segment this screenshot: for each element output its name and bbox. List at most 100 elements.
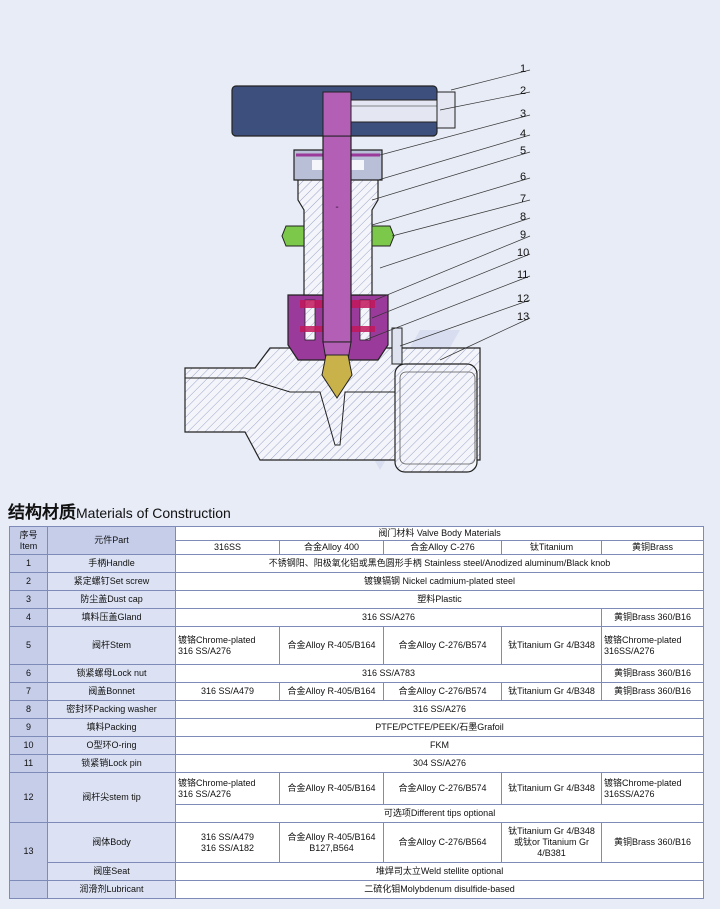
material-value: 合金Alloy C-276/B574 <box>383 772 502 805</box>
table-row: 12 阀杆尖stem tip 镀铬Chrome-plated 316 SS/A2… <box>9 772 705 823</box>
material-value: 钛Titanium Gr 4/B348 或钛or Titanium Gr 4/B… <box>501 822 602 863</box>
part-name: 防尘盖Dust cap <box>47 590 176 609</box>
header-col-titanium: 钛Titanium <box>501 540 602 555</box>
material-value-brass: 黄铜Brass 360/B16 <box>600 608 705 627</box>
part-name: 阀座Seat <box>47 862 176 881</box>
row-number: 9 <box>9 718 48 737</box>
material-value: 钛Titanium Gr 4/B348 <box>501 772 602 805</box>
material-value: 不锈钢阳、阳极氧化铝或黑色圆形手柄 Stainless steel/Anodiz… <box>174 554 705 573</box>
row-number-empty <box>9 880 48 899</box>
material-value: 镀镍镉钢 Nickel cadmium-plated steel <box>174 572 705 591</box>
part-name: 密封环Packing washer <box>47 700 176 719</box>
material-value: 316 SS/A276 <box>174 700 705 719</box>
material-value: 316 SS/A783 <box>175 664 602 683</box>
table-row: 阀座Seat 堆焊司太立Weld stellite optional <box>10 862 705 881</box>
callout-label: 3 <box>520 108 527 120</box>
table-row: 9 填料Packing PTFE/PCTFE/PEEK/石墨Grafoil <box>9 718 705 737</box>
callout-label: 5 <box>520 145 527 157</box>
material-value: 合金Alloy C-276/B574 <box>383 682 502 701</box>
callout-label: 9 <box>520 229 527 241</box>
material-value: 316 SS/A479 316 SS/A182 <box>175 822 280 863</box>
header-col-alloy400: 合金Alloy 400 <box>279 540 384 555</box>
section-title-en: Materials of Construction <box>76 505 231 521</box>
table-row: 7 阀盖Bonnet 316 SS/A479 合金Alloy R-405/B16… <box>9 682 705 701</box>
material-value: 黄铜Brass 360/B16 <box>600 682 705 701</box>
table-row: 3 防尘盖Dust cap 塑料Plastic <box>9 590 705 609</box>
material-value: 堆焊司太立Weld stellite optional <box>174 862 705 881</box>
handle <box>231 85 456 137</box>
table-row: 2 紧定螺钉Set screw 镀镍镉钢 Nickel cadmium-plat… <box>9 572 705 591</box>
material-value: FKM <box>174 736 705 755</box>
row-number: 4 <box>9 608 48 627</box>
callout-label: 12 <box>517 293 530 305</box>
material-value: 合金Alloy C-276/B564 <box>383 822 502 863</box>
row-number: 3 <box>9 590 48 609</box>
row-number: 12 <box>9 772 48 823</box>
row-number: 8 <box>9 700 48 719</box>
table-row: 1 手柄Handle 不锈钢阳、阳极氧化铝或黑色圆形手柄 Stainless s… <box>9 554 705 573</box>
lock-nut <box>281 225 395 247</box>
part-name: 紧定螺钉Set screw <box>47 572 176 591</box>
header-item: 序号 Item <box>9 526 48 555</box>
table-row: 8 密封环Packing washer 316 SS/A276 <box>9 700 705 719</box>
part-name: 手柄Handle <box>47 554 176 573</box>
part-name: 阀杆尖stem tip <box>47 772 176 823</box>
materials-table: 序号 Item 元件Part 阀门材料 Valve Body Materials… <box>9 526 705 899</box>
section-title: 结构材质Materials of Construction <box>8 498 231 523</box>
material-value: 316 SS/A276 <box>175 608 602 627</box>
callout-label: 11 <box>517 269 529 281</box>
table-row: 13 阀体Body 316 SS/A479 316 SS/A182 合金Allo… <box>9 822 705 881</box>
table-row: 可选项Different tips optional <box>10 804 705 823</box>
leader-lines <box>364 69 531 361</box>
material-value: 镀铬Chrome-plated 316SS/A276 <box>600 772 705 805</box>
part-name: O型环O-ring <box>47 736 176 755</box>
callout-label: 6 <box>520 171 527 183</box>
material-value: 镀铬Chrome-plated 316 SS/A276 <box>175 772 280 805</box>
part-name: 阀体Body <box>47 822 176 863</box>
row-number: 13 <box>9 822 48 881</box>
material-value: 二硫化钼Molybdenum disulfide-based <box>174 880 705 899</box>
material-value: 合金Alloy C-276/B574 <box>383 626 502 665</box>
part-name: 锁紧销Lock pin <box>47 754 176 773</box>
header-part: 元件Part <box>47 526 176 555</box>
table-row: 5 阀杆Stem 镀铬Chrome-plated 316 SS/A276 合金A… <box>9 626 705 665</box>
material-value: 钛Titanium Gr 4/B348 <box>501 682 602 701</box>
callout-label: 10 <box>517 247 530 259</box>
part-name: 阀杆Stem <box>47 626 176 665</box>
svg-text:-: - <box>335 202 338 213</box>
callout-label: 13 <box>517 311 530 323</box>
part-name: 润滑剂Lubricant <box>47 880 176 899</box>
material-value: 合金Alloy R-405/B164 <box>279 626 384 665</box>
material-value: 316 SS/A479 <box>175 682 280 701</box>
material-value: 304 SS/A276 <box>174 754 705 773</box>
header-col-c276: 合金Alloy C-276 <box>383 540 502 555</box>
part-name: 填料压盖Gland <box>47 608 176 627</box>
section-title-cn: 结构材质 <box>8 503 76 522</box>
material-value-brass: 黄铜Brass 360/B16 <box>600 664 705 683</box>
valve-cross-section-diagram: - <box>184 69 531 473</box>
row-number: 7 <box>9 682 48 701</box>
callout-label: 4 <box>520 128 527 140</box>
material-value: 塑料Plastic <box>174 590 705 609</box>
material-value: 镀铬Chrome-plated 316 SS/A276 <box>175 626 280 665</box>
header-valve-materials: 阀门材料 Valve Body Materials <box>174 526 705 541</box>
table-row: 10 O型环O-ring FKM <box>9 736 705 755</box>
header-col-brass: 黄铜Brass <box>600 540 705 555</box>
material-value: 合金Alloy R-405/B164 B127,B564 <box>279 822 384 863</box>
part-name: 阀盖Bonnet <box>47 682 176 701</box>
row-number: 6 <box>9 664 48 683</box>
material-value: 合金Alloy R-405/B164 <box>279 772 384 805</box>
valve-body <box>184 327 481 473</box>
material-value: 合金Alloy R-405/B164 <box>279 682 384 701</box>
row-number: 5 <box>9 626 48 665</box>
callout-label: 2 <box>520 85 527 97</box>
table-row: 4 填料压盖Gland 316 SS/A276 黄铜Brass 360/B16 <box>9 608 705 627</box>
part-name: 锁紧螺母Lock nut <box>47 664 176 683</box>
header-col-316ss: 316SS <box>175 540 280 555</box>
stem-tip <box>321 354 353 399</box>
material-value-optional: 可选项Different tips optional <box>174 804 705 823</box>
row-number: 11 <box>9 754 48 773</box>
callout-label: 8 <box>520 211 527 223</box>
material-value: 钛Titanium Gr 4/B348 <box>501 626 602 665</box>
table-row: 润滑剂Lubricant 二硫化钼Molybdenum disulfide-ba… <box>9 880 705 899</box>
